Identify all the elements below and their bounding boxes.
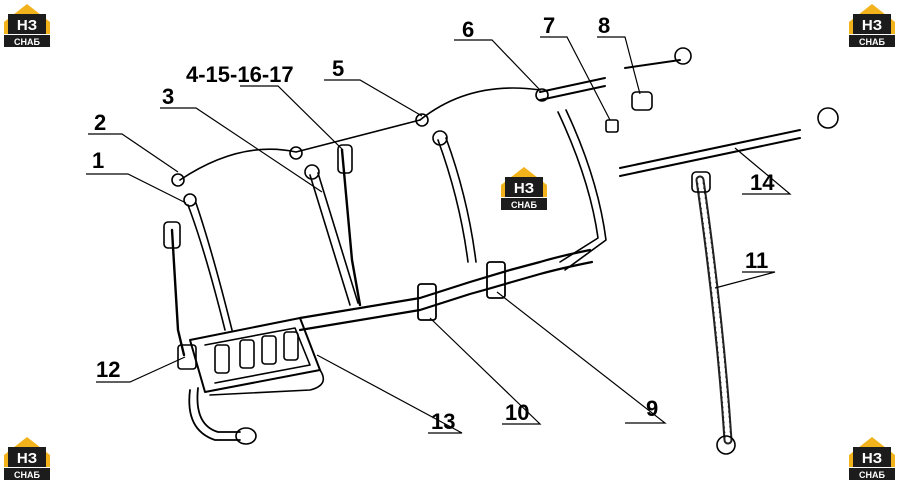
clamp-10 xyxy=(417,283,437,321)
callout-14: 14 xyxy=(750,170,775,195)
svg-text:НЗ: НЗ xyxy=(17,17,37,34)
part-8 xyxy=(624,59,681,69)
callout-9: 9 xyxy=(646,396,658,421)
svg-text:СНАБ: СНАБ xyxy=(859,37,885,47)
svg-text:СНАБ: СНАБ xyxy=(14,470,40,480)
svg-text:НЗ: НЗ xyxy=(17,450,37,467)
part-7 xyxy=(605,119,619,133)
pipe-4 xyxy=(340,148,362,307)
logo-bottom-left: НЗ СНАБ xyxy=(2,435,52,481)
pump-outlets xyxy=(214,331,299,374)
clamp-9 xyxy=(486,261,506,299)
svg-text:НЗ: НЗ xyxy=(862,450,882,467)
callout-7: 7 xyxy=(543,13,555,38)
svg-text:СНАБ: СНАБ xyxy=(14,37,40,47)
svg-text:НЗ: НЗ xyxy=(862,17,882,34)
svg-text:НЗ: НЗ xyxy=(514,180,534,197)
callout-12: 12 xyxy=(96,357,120,382)
pipe-3 xyxy=(309,174,351,306)
callout-1: 1 xyxy=(92,148,104,173)
callout-11: 11 xyxy=(745,248,768,273)
callout-3: 3 xyxy=(162,84,174,109)
callout-8: 8 xyxy=(598,13,610,38)
pipe-1 xyxy=(187,204,226,331)
callout-4-15-16-17: 4-15-16-17 xyxy=(186,62,294,87)
logo-top-right: НЗ СНАБ xyxy=(847,2,897,48)
pipe-2 xyxy=(179,119,421,181)
logo-bottom-right: НЗ СНАБ xyxy=(847,435,897,481)
callout-13: 13 xyxy=(431,409,455,434)
callout-5: 5 xyxy=(332,56,344,81)
pipe-5 xyxy=(419,87,541,121)
main-tube xyxy=(298,248,592,320)
callout-6: 6 xyxy=(462,17,474,42)
svg-text:СНАБ: СНАБ xyxy=(511,200,537,210)
svg-text:СНАБ: СНАБ xyxy=(859,470,885,480)
part-12-pipe xyxy=(170,228,186,357)
pipe-6 xyxy=(539,77,606,93)
logo-top-left: НЗ СНАБ xyxy=(2,2,52,48)
callout-2: 2 xyxy=(94,110,106,135)
logo-center: НЗ СНАБ xyxy=(499,165,549,211)
callout-10: 10 xyxy=(505,400,529,425)
part-14 xyxy=(619,129,801,169)
